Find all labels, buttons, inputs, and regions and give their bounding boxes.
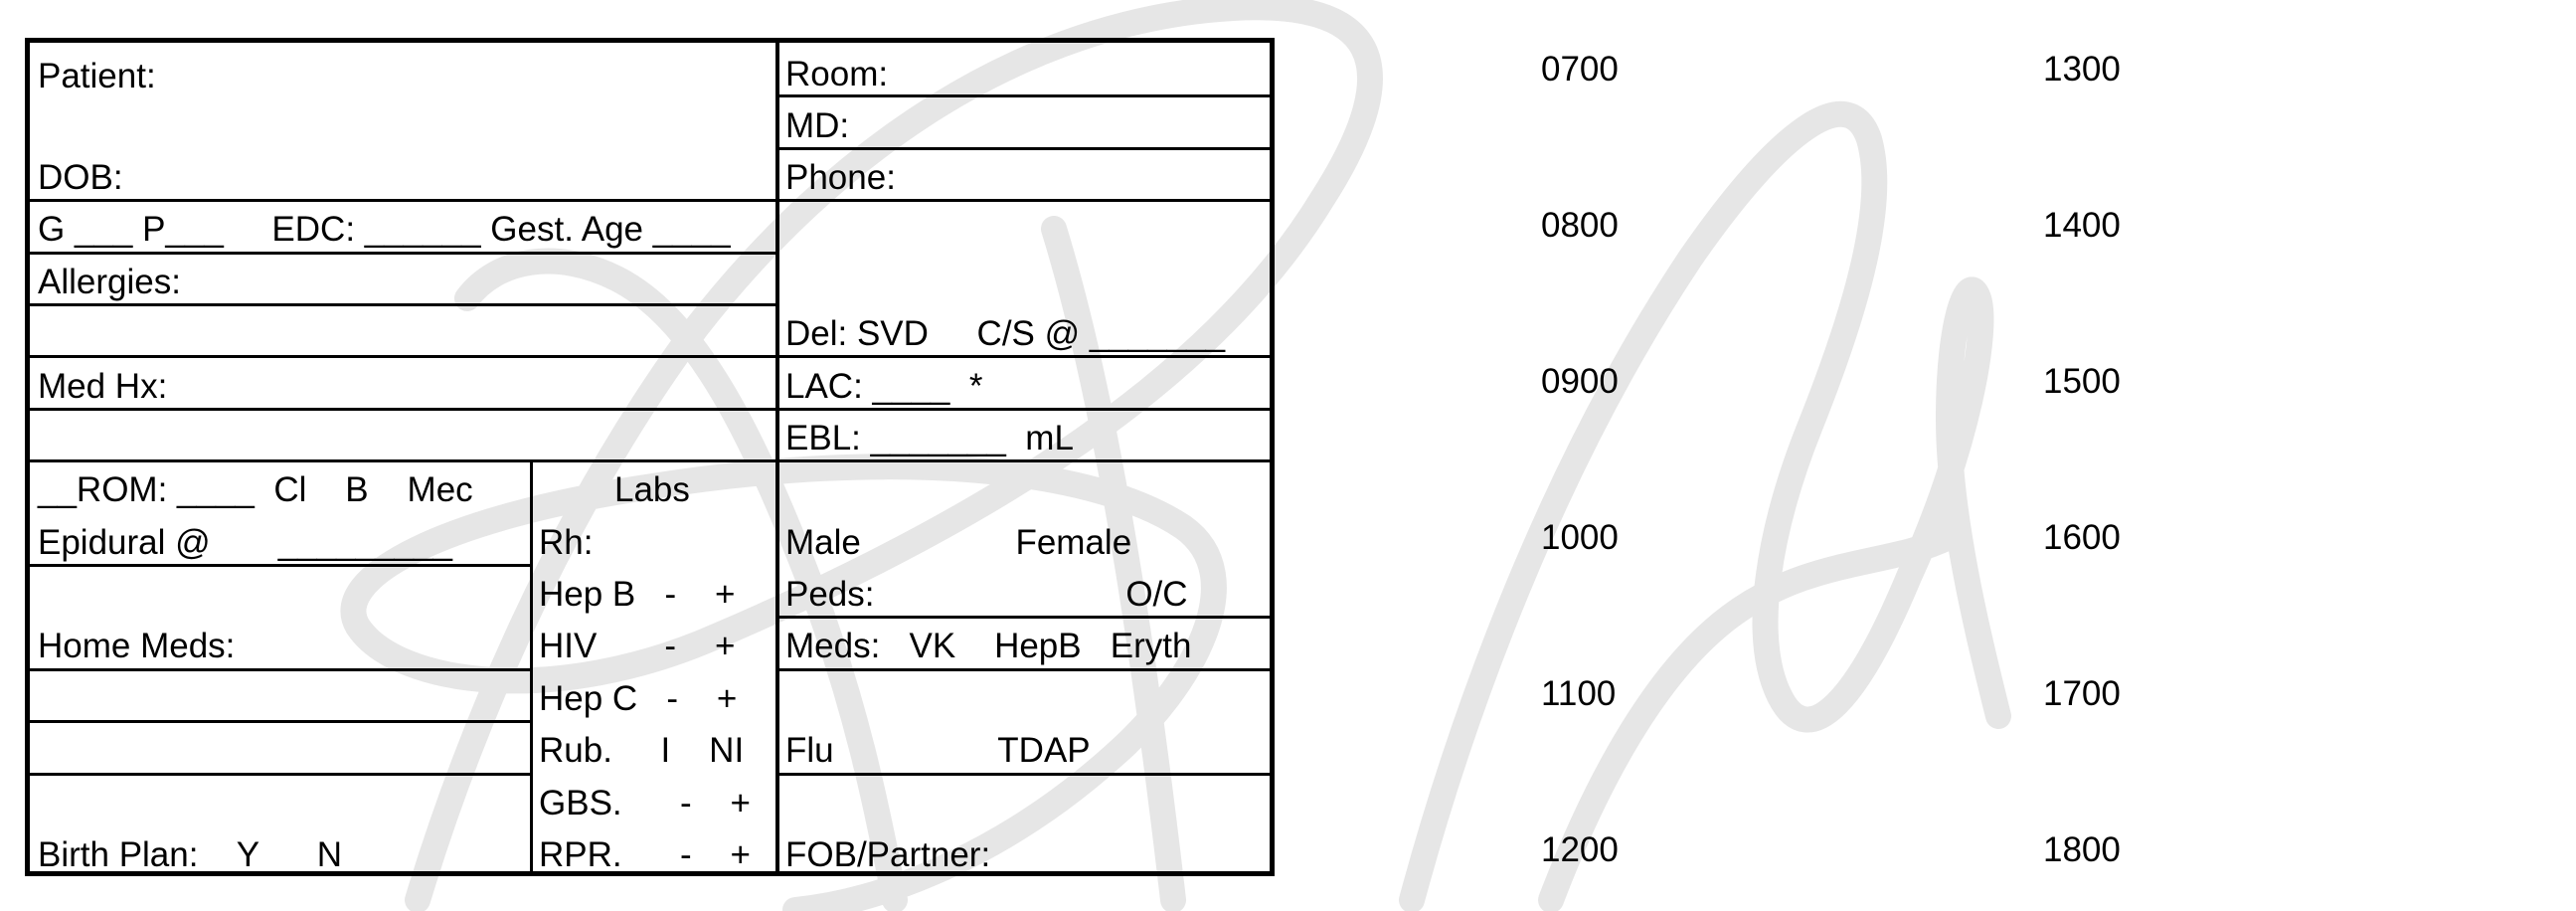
time-slot: 1000 (1541, 518, 1619, 557)
estimated-blood-loss-field: EBL: _______ mL (785, 419, 1074, 457)
rupture-of-membranes-field: __ROM: ____ Cl B Mec (38, 470, 473, 509)
delivery-field: Del: SVD C/S @ _______ (785, 314, 1226, 353)
rule (30, 408, 777, 411)
rule (30, 252, 777, 255)
rule (777, 773, 1270, 776)
time-slot: 1700 (2043, 674, 2121, 713)
divider-vertical-labs (530, 460, 533, 871)
rule (30, 668, 532, 671)
rule (30, 720, 532, 723)
rule (777, 199, 1270, 202)
home-meds-label: Home Meds: (38, 627, 236, 665)
phone-label: Phone: (785, 158, 896, 197)
lab-hep-c: Hep C - + (539, 679, 738, 718)
time-slot: 1400 (2043, 206, 2121, 245)
rule (30, 564, 532, 567)
rule (30, 459, 777, 462)
divider-vertical-main (775, 43, 779, 871)
dob-label: DOB: (38, 158, 123, 197)
rule (30, 199, 777, 202)
time-slot: 1500 (2043, 362, 2121, 401)
md-label: MD: (785, 106, 850, 145)
time-slot: 0800 (1541, 206, 1619, 245)
rule (777, 459, 1270, 462)
rule (777, 147, 1270, 150)
vaccines-field: Flu TDAP (785, 731, 1091, 770)
time-slot: 1800 (2043, 830, 2121, 869)
rule (777, 408, 1270, 411)
time-slot: 0900 (1541, 362, 1619, 401)
pediatrician-field: Peds: O/C (785, 575, 1188, 614)
rule (777, 94, 1270, 97)
time-slot: 1600 (2043, 518, 2121, 557)
lab-gbs: GBS. - + (539, 784, 751, 822)
lab-hep-b: Hep B - + (539, 575, 736, 614)
patient-info-form: Patient: DOB: G ___ P___ EDC: ______ Ges… (25, 38, 1275, 876)
rule (30, 773, 532, 776)
time-slot: 1100 (1541, 674, 1617, 713)
birth-plan-field: Birth Plan: Y N (38, 835, 343, 874)
fob-partner-label: FOB/Partner: (785, 835, 991, 874)
lab-rh: Rh: (539, 523, 594, 562)
rule (777, 355, 1270, 358)
epidural-field: Epidural @ _________ (38, 523, 452, 562)
gravida-para-edc-gestational-age-field: G ___ P___ EDC: ______ Gest. Age ____ (38, 210, 731, 249)
lab-rpr: RPR. - + (539, 835, 751, 874)
allergies-label: Allergies: (38, 263, 181, 301)
rule (30, 303, 777, 306)
rule (777, 668, 1270, 671)
laceration-field: LAC: ____ * (785, 367, 983, 406)
rule (777, 616, 1270, 619)
lab-rubella: Rub. I NI (539, 731, 745, 770)
time-slot: 1300 (2043, 50, 2121, 89)
medical-history-label: Med Hx: (38, 367, 168, 406)
labs-header: Labs (614, 470, 690, 509)
rule (30, 355, 777, 358)
patient-label: Patient: (38, 57, 156, 95)
newborn-meds-field: Meds: VK HepB Eryth (785, 627, 1192, 665)
lab-hiv: HIV - + (539, 627, 736, 665)
room-label: Room: (785, 55, 889, 93)
infant-sex-field: Male Female (785, 523, 1132, 562)
time-slot: 1200 (1541, 830, 1619, 869)
time-slot: 0700 (1541, 50, 1619, 89)
